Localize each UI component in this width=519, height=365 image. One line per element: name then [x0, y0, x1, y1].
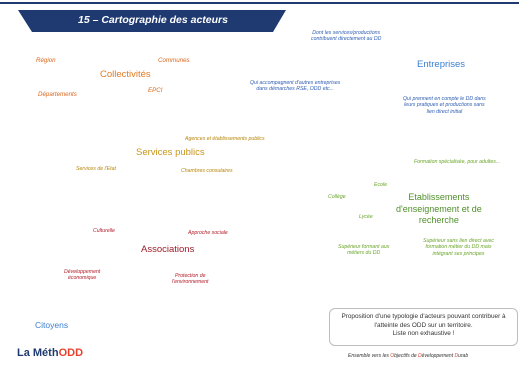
footer-letter-d2: D — [454, 353, 459, 359]
heading-associations: Associations — [141, 244, 195, 255]
footer-tagline: Ensemble vers les Objectifs de Développe… — [348, 353, 468, 359]
footer-letter-d: D — [418, 353, 422, 359]
heading-citoyens: Citoyens — [35, 320, 69, 330]
footer-letter-o: O — [390, 353, 395, 359]
label-formation: Formation spécialisée, pour adultes... — [414, 159, 501, 165]
heading-collectivites: Collectivités — [100, 69, 151, 80]
disclaimer-line: Proposition d'une typologie d'acteurs po… — [341, 313, 506, 320]
label-college: Collège — [328, 194, 346, 200]
note-line: l'environnement — [172, 279, 209, 286]
label-superieur-sans-lien: Supérieur sans lien direct avec formatio… — [423, 238, 494, 257]
note-line: lien direct initial — [426, 108, 463, 115]
disclaimer-box: Proposition d'une typologie d'acteurs po… — [329, 308, 518, 346]
note-line: intégrant ses principes — [432, 250, 485, 257]
footer-part: bjectifs de — [394, 353, 419, 359]
note-line: formation métier du DD mais — [425, 244, 492, 251]
note-entreprises-indirect: Qui prennent en compte le DD dans leurs … — [403, 96, 486, 115]
note-line: Qui prennent en compte le DD dans — [403, 96, 486, 102]
title-banner: 15 – Cartographie des acteurs — [18, 10, 286, 32]
heading-enseignement: Etablissements d'enseignement et de rech… — [396, 192, 482, 227]
heading-line: recherche — [418, 215, 459, 225]
label-ecole: Ecole — [374, 182, 387, 188]
label-lycee: Lycée — [359, 214, 373, 220]
heading-services-publics: Services publics — [136, 147, 205, 158]
top-rule — [0, 2, 519, 4]
heading-line: Etablissements — [408, 192, 470, 202]
note-line: dans démarches RSE, ODD etc... — [256, 86, 334, 93]
disclaimer-line: Liste non exhaustive ! — [392, 330, 455, 337]
logo-text: La Méth — [17, 347, 59, 359]
label-chambres: Chambres consulaires — [181, 168, 233, 174]
footer-part: urab — [458, 353, 469, 359]
label-epci: EPCI — [148, 87, 163, 94]
note-line: économique — [68, 275, 97, 282]
label-communes: Communes — [158, 57, 190, 64]
note-line: contribuent directement au DD — [311, 36, 382, 43]
disclaimer-line: l'atteinte des ODD sur un territoire. — [374, 321, 473, 329]
label-departements: Départements — [38, 91, 77, 98]
heading-line: d'enseignement et de — [396, 203, 482, 214]
page-title: 15 – Cartographie des acteurs — [78, 14, 228, 26]
label-approche-sociale: Approche sociale — [188, 230, 228, 236]
footer-part: éveloppement — [421, 353, 455, 359]
label-culturelle: Culturelle — [93, 228, 115, 234]
note-line: Dont les services/productions — [312, 30, 381, 36]
label-superieur-formant: Supérieur formant aux métiers du DD — [338, 244, 389, 257]
footer-part: Ensemble vers les — [348, 353, 391, 359]
note-line: Protection de — [174, 273, 206, 279]
note-line: Développement — [64, 269, 101, 275]
note-entreprises-rse: Qui accompagnent d'autres entreprises da… — [250, 80, 340, 93]
note-line: Supérieur formant aux — [338, 244, 390, 250]
note-line: Supérieur sans lien direct avec — [423, 238, 494, 244]
label-developpement-economique: Développement économique — [64, 269, 100, 282]
label-services-etat: Services de l'Etat — [76, 166, 116, 172]
banner-shape — [18, 10, 286, 32]
note-line: Qui accompagnent d'autres entreprises — [250, 80, 341, 86]
label-region: Région — [36, 57, 56, 64]
note-line: métiers du DD — [347, 250, 381, 257]
label-agences: Agences et établissements publics — [185, 136, 265, 142]
heading-entreprises: Entreprises — [417, 59, 466, 70]
label-protection-environnement: Protection de l'environnement — [172, 273, 208, 286]
logo: La MéthODD — [17, 347, 83, 359]
logo-odd: ODD — [58, 347, 84, 359]
note-line: leurs pratiques et productions sans — [404, 102, 485, 109]
note-entreprises-direct: Dont les services/productions contribuen… — [311, 30, 381, 43]
